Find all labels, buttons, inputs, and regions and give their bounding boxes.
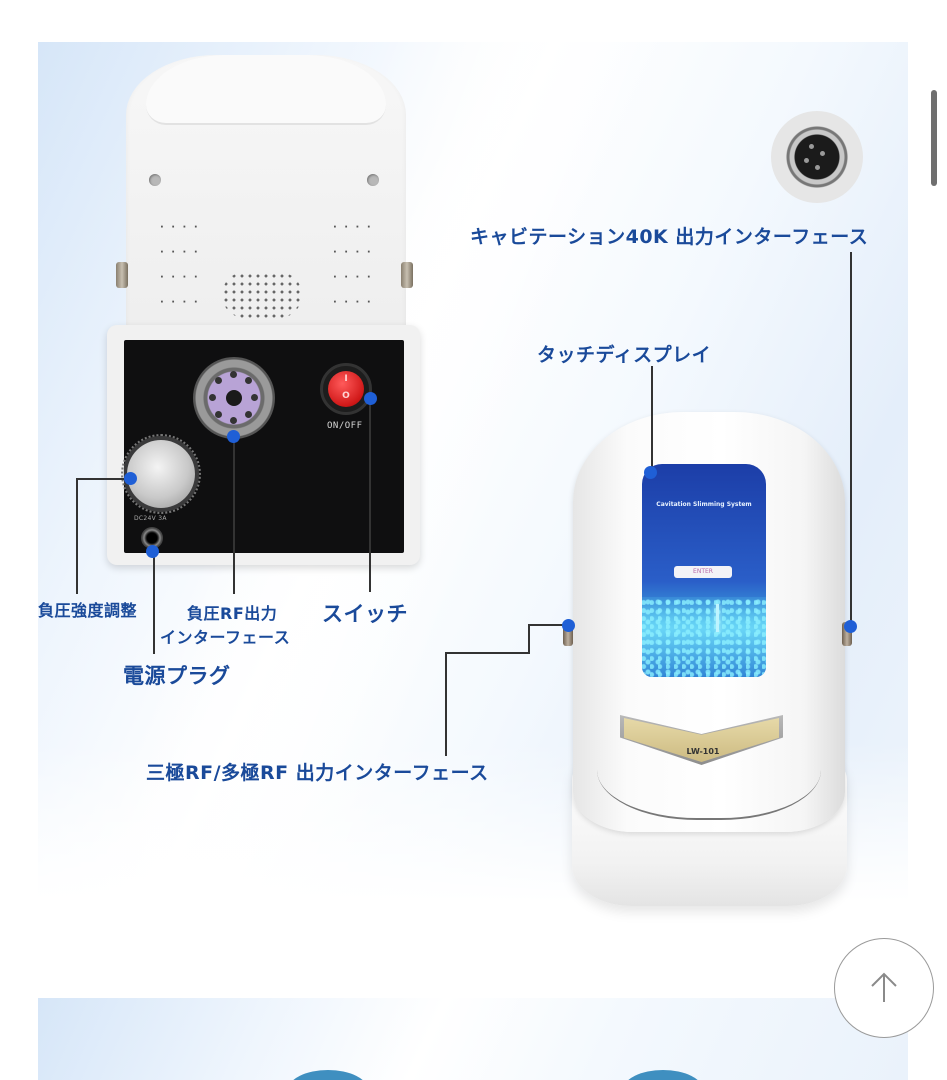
- port-pin: [245, 377, 252, 384]
- leader-line: [233, 440, 235, 594]
- port-pin: [215, 377, 222, 384]
- model-number: LW-101: [686, 747, 720, 756]
- leader-line: [528, 624, 568, 626]
- leader-line: [445, 652, 529, 654]
- switch-on-mark: I: [344, 374, 348, 384]
- leader-line: [76, 478, 78, 594]
- side-connector: [116, 262, 128, 288]
- port-pin: [245, 411, 252, 418]
- leader-line: [850, 252, 852, 626]
- back-device-cap: [146, 55, 386, 125]
- label-touch-display: タッチディスプレイ: [537, 344, 712, 366]
- rf-output-port-left: [563, 622, 573, 646]
- label-switch: スイッチ: [322, 602, 408, 626]
- leader-line: [153, 550, 155, 654]
- rf-output-port-right: [842, 622, 852, 646]
- callout-dot: [844, 620, 857, 633]
- vent-holes: · · · ·: [333, 222, 373, 233]
- switch-rocker: I O: [328, 371, 364, 407]
- switch-off-mark: O: [342, 391, 350, 401]
- dc-power-jack: [141, 527, 163, 549]
- next-image-element: [288, 1070, 368, 1080]
- screen-city-graphic: [642, 597, 766, 677]
- connector-pin: [809, 144, 814, 149]
- connector-pin: [820, 151, 825, 156]
- port-center: [226, 390, 242, 406]
- port-pin: [230, 417, 237, 424]
- leader-line: [76, 478, 131, 480]
- leader-line: [651, 366, 653, 472]
- knob-scale: [121, 434, 201, 514]
- next-image-element: [623, 1070, 703, 1080]
- leader-line: [369, 402, 371, 592]
- vent-holes: · · · ·: [160, 222, 200, 233]
- screen-title: Cavitation Slimming System: [656, 501, 752, 508]
- port-pin: [209, 394, 216, 401]
- vent-holes: · · · ·: [333, 297, 373, 308]
- cavitation-connector: [771, 111, 863, 203]
- vent-holes: · · · ·: [160, 297, 200, 308]
- label-negative-pressure-rf-line1: 負圧RF出力: [187, 604, 278, 623]
- dc-rating-label: DC24V 3A: [134, 515, 167, 522]
- vent-holes: · · · ·: [333, 247, 373, 258]
- callout-dot: [644, 466, 657, 479]
- callout-dot: [562, 619, 575, 632]
- label-negative-pressure-rf-line2: インターフェース: [160, 628, 291, 647]
- vent-holes: · · · ·: [160, 272, 200, 283]
- side-connector: [401, 262, 413, 288]
- scroll-to-top-button[interactable]: [834, 938, 934, 1038]
- label-rf-output-port: 三極RF/多極RF 出力インターフェース: [146, 762, 489, 784]
- arrow-up-icon: [871, 972, 897, 1002]
- callout-dot: [364, 392, 377, 405]
- callout-dot: [146, 545, 159, 558]
- label-negative-pressure-adjust: 負圧強度調整: [38, 601, 138, 620]
- screen-tower-graphic: [716, 604, 719, 632]
- connector-pin: [804, 158, 809, 163]
- vent-holes: · · · ·: [160, 247, 200, 258]
- callout-dot: [124, 472, 137, 485]
- next-product-image: [38, 998, 908, 1080]
- scrollbar[interactable]: [931, 90, 937, 186]
- speaker-grille: [222, 272, 302, 318]
- port-pin: [215, 411, 222, 418]
- leader-line: [528, 624, 530, 654]
- port-pin: [251, 394, 258, 401]
- pressure-knob: [127, 440, 195, 508]
- negative-pressure-rf-port: [193, 357, 275, 439]
- touch-display: Cavitation Slimming System ENTER: [642, 464, 766, 677]
- switch-label: ON/OFF: [327, 421, 363, 431]
- connector-pin: [815, 165, 820, 170]
- label-cavitation-port: キャビテーション40K 出力インターフェース: [470, 226, 869, 248]
- screw-icon: [149, 174, 161, 186]
- screen-enter-button: ENTER: [674, 566, 732, 578]
- screw-icon: [367, 174, 379, 186]
- port-pin: [230, 371, 237, 378]
- vent-holes: · · · ·: [333, 272, 373, 283]
- power-switch: I O: [320, 363, 372, 415]
- front-device-rim: [597, 730, 821, 820]
- leader-line: [445, 652, 447, 756]
- callout-dot: [227, 430, 240, 443]
- label-power-plug: 電源プラグ: [123, 664, 231, 688]
